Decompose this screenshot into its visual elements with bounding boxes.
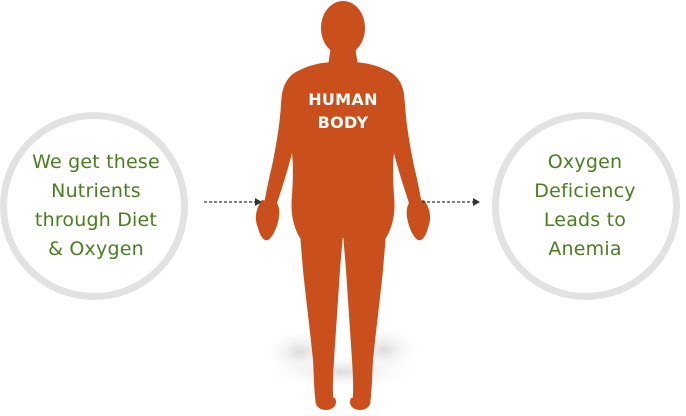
figure-left-leg: [300, 234, 343, 404]
figure-torso: [281, 62, 405, 238]
right-node-text: Oxygen Deficiency Leads to Anemia: [534, 151, 636, 260]
figure-head: [321, 1, 365, 55]
left-nutrients-node: We get these Nutrients through Diet & Ox…: [0, 112, 188, 300]
right-anemia-node: Oxygen Deficiency Leads to Anemia: [492, 112, 680, 300]
figure-left-arm: [264, 72, 302, 206]
figure-right-hand: [406, 200, 431, 241]
figure-neck: [328, 46, 358, 66]
figure-right-foot: [350, 398, 371, 410]
figure-right-arm: [384, 72, 422, 206]
figure-left-hand: [255, 200, 280, 241]
right-arrow: [422, 198, 480, 206]
human-body-figure: [255, 1, 431, 410]
human-body-label: HUMAN BODY: [308, 90, 378, 132]
figure-left-foot: [315, 398, 336, 410]
left-node-text: We get these Nutrients through Diet & Ox…: [32, 151, 160, 260]
figure-right-leg: [343, 234, 386, 404]
figure-shadow: [262, 324, 422, 390]
left-arrow: [204, 198, 262, 206]
